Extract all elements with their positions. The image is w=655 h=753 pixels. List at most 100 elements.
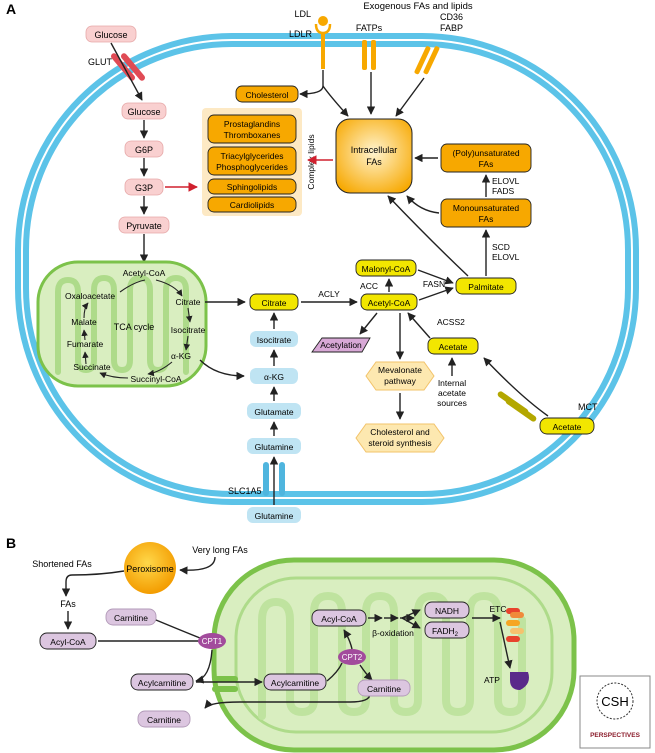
lipid-triacyl-1: Triacylglycerides	[221, 151, 284, 161]
tca-isocitrate: Isocitrate	[171, 325, 206, 335]
mct-transporter	[497, 391, 537, 422]
arrow-etc-atp	[499, 621, 513, 669]
arrow-mono-fas	[406, 195, 440, 214]
cpt2-label: CPT2	[342, 653, 363, 662]
arrow-cd36-fas	[395, 77, 425, 117]
carnitine-out-box	[137, 710, 191, 728]
tca-oxaloacetate: Oxaloacetate	[65, 291, 115, 301]
arrow-malonyl-palmitate	[417, 269, 454, 285]
arrow-carnitine-out	[204, 693, 371, 709]
very-long-fas-label: Very long FAs	[192, 545, 248, 555]
poly-fas-1: (Poly)unsaturated	[452, 148, 519, 158]
carnitine-out-label: Carnitine	[147, 715, 181, 725]
mitochondrion-b	[211, 557, 577, 753]
pyruvate-box	[118, 216, 170, 234]
acss2-label: ACSS2	[437, 317, 465, 327]
tca-cycle: TCA cycle	[114, 322, 155, 332]
atp-label: ATP	[484, 675, 500, 685]
mct-label: MCT	[578, 402, 598, 412]
internal-acetate-1: Internal	[438, 378, 466, 388]
arrow-acetyl-acetylation	[359, 312, 378, 335]
tca-acetyl-coa: Acetyl-CoA	[123, 268, 166, 278]
g3p: G3P	[135, 183, 153, 193]
etc-complexes	[506, 608, 524, 642]
arrow-ldl-fas	[322, 85, 349, 117]
lipid-triacyl-2: Phosphoglycerides	[216, 162, 288, 172]
mevalonate-1: Mevalonate	[378, 365, 422, 375]
cpt1-enzyme	[198, 633, 226, 649]
csh-perspectives-logo: CSH PERSPECTIVES	[579, 675, 651, 749]
ldl-label: LDL	[294, 9, 311, 19]
akg-box	[250, 368, 298, 384]
cholesterol-box	[235, 85, 299, 103]
arrow-ldl-cholesterol	[299, 70, 324, 99]
complex-lipids-label: Complex lipids	[306, 134, 316, 189]
cell-membrane-inner-line	[21, 39, 633, 499]
acyl-coa-box	[39, 632, 97, 650]
exogenous-title: Exogenous FAs and lipids	[363, 1, 473, 12]
cholesterol-synth-box	[355, 423, 445, 453]
tca-succinyl-coa: Succinyl-CoA	[130, 374, 181, 384]
acylcarnitine-in-label: Acylcarnitine	[271, 678, 319, 688]
nadh-label: NADH	[435, 606, 459, 616]
arrow-acetyl-palmitate	[418, 286, 454, 301]
mitochondrion-a	[36, 260, 208, 388]
isocitrate-label: Isocitrate	[257, 335, 292, 345]
lipid-cardiolipids: Cardiolipids	[230, 200, 274, 210]
acyl-coa-in-box	[311, 609, 367, 627]
scd-elovl-2: ELOVL	[492, 252, 520, 262]
g6p-box	[124, 140, 164, 158]
glucose-outside-box	[85, 25, 137, 43]
elovl-fads-1: ELOVL	[492, 176, 520, 186]
tca-fumarate: Fumarate	[67, 339, 104, 349]
slc1a5-label: SLC1A5	[228, 486, 262, 496]
acc-label: ACC	[360, 281, 378, 291]
glucose-inside: Glucose	[127, 107, 160, 117]
acetate-outside-label: Acetate	[553, 422, 582, 432]
acylcarnitine-in-box	[263, 673, 327, 691]
peroxisome-label: Peroxisome	[126, 564, 174, 574]
tca-citrate: Citrate	[175, 297, 200, 307]
etc-label: ETC	[490, 604, 507, 614]
glucose-inside-box	[121, 102, 167, 120]
shortened-fas-label: Shortened FAs	[32, 559, 92, 569]
mono-fas-box	[440, 198, 532, 228]
internal-acetate-3: sources	[437, 398, 467, 408]
lipid-sphingolipids: Sphingolipids	[227, 182, 278, 192]
carnitine-translocase	[212, 676, 238, 692]
fabp-label: FABP	[440, 23, 463, 33]
arrow-verylong-peroxisome	[179, 556, 216, 575]
ldlr-label: LDLR	[289, 29, 313, 39]
lipid-prostaglandins-2: Thromboxanes	[224, 130, 281, 140]
poly-fas-box	[440, 143, 532, 173]
pyruvate: Pyruvate	[126, 221, 162, 231]
slc1a5-transporter	[263, 462, 285, 496]
acetylation-box	[311, 337, 371, 353]
carnitine-label: Carnitine	[114, 613, 148, 623]
ldlr-receptor	[314, 16, 332, 69]
fadh2-label: FADH2	[432, 626, 459, 638]
scd-elovl-1: SCD	[492, 242, 510, 252]
poly-fas-2: FAs	[479, 159, 494, 169]
palmitate-label: Palmitate	[468, 282, 504, 292]
glutamine-inside-label: Glutamine	[255, 442, 294, 452]
palmitate-box	[455, 277, 517, 295]
peroxisome	[124, 542, 176, 594]
panel-a-label: A	[6, 1, 16, 17]
intracellular-fas-1: Intracellular	[351, 145, 398, 155]
mono-fas-1: Monounsaturated	[453, 203, 519, 213]
nadh-box	[424, 601, 470, 619]
acly-label: ACLY	[318, 289, 340, 299]
panel-b-label: B	[6, 535, 16, 551]
acetate-outside-box	[539, 417, 595, 435]
arrow-cpt1-acylcarnitine	[195, 649, 213, 684]
beta-oxidation-arrows	[368, 609, 421, 629]
fasn-label: FASN	[423, 279, 445, 289]
arrow-cpt2-acylcoa	[343, 629, 353, 650]
carnitine-in-label: Carnitine	[367, 684, 401, 694]
malonyl-coa-box	[355, 259, 417, 277]
acetyl-coa-label: Acetyl-CoA	[368, 298, 411, 308]
carnitine-box	[105, 608, 157, 626]
acetate-label: Acetate	[439, 342, 468, 352]
